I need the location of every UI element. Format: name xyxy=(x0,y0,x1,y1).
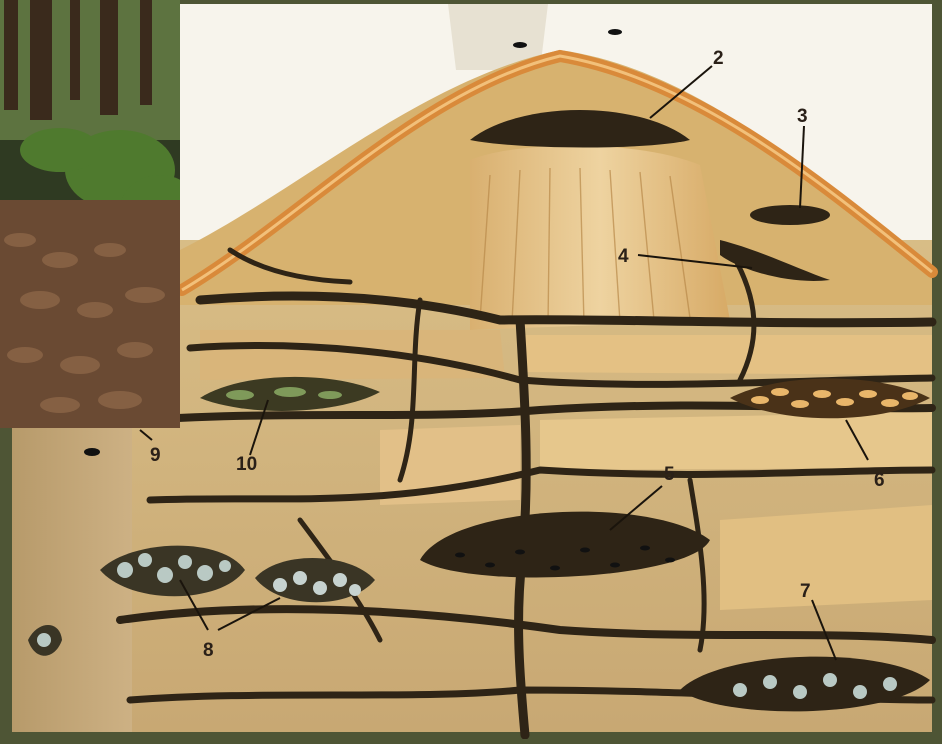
forest-floor-photo xyxy=(0,0,180,428)
label-2: 2 xyxy=(713,48,724,69)
label-9: 9 xyxy=(150,445,161,466)
stump-wood-core xyxy=(470,146,730,330)
label-8: 8 xyxy=(203,640,214,661)
label-6: 6 xyxy=(874,470,885,491)
label-10: 10 xyxy=(236,454,257,475)
label-4: 4 xyxy=(618,246,629,267)
label-5: 5 xyxy=(664,464,675,485)
forest-photo-drawing xyxy=(0,0,180,428)
label-3: 3 xyxy=(797,106,808,127)
chamber-3 xyxy=(750,205,830,225)
label-7: 7 xyxy=(800,581,811,602)
chamber-left-small-contents xyxy=(37,633,51,647)
